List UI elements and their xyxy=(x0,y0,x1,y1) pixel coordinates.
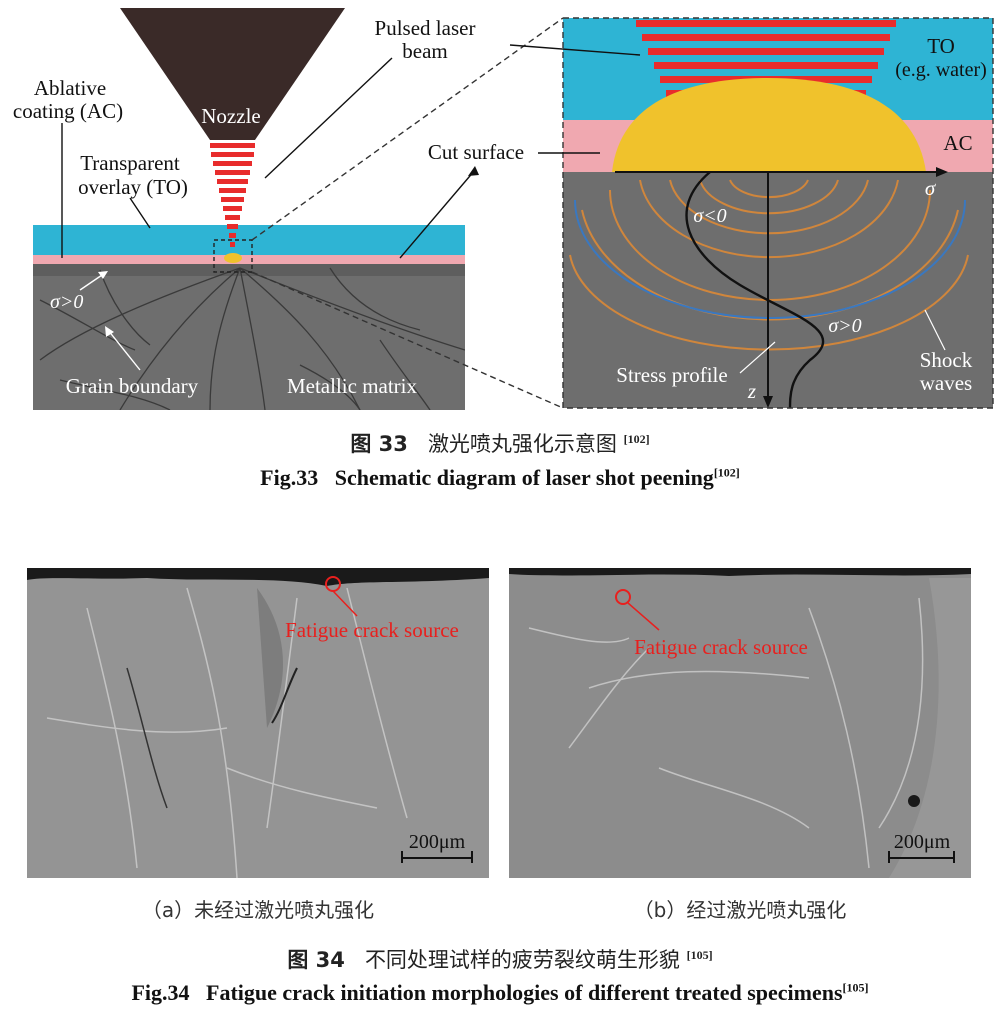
transparent-leader xyxy=(130,198,150,228)
ablative-label-2: coating (AC) xyxy=(13,99,123,123)
fracture-edge-b xyxy=(509,568,971,576)
fig34-caption-en-ref: [105] xyxy=(843,981,869,995)
pulsed-label-1: Pulsed laser xyxy=(375,16,476,40)
transparent-label-2: overlay (TO) xyxy=(78,175,188,199)
sigma-axis-label: σ xyxy=(925,176,937,200)
ablative-label-1: Ablative xyxy=(34,76,106,100)
to-label-2: (e.g. water) xyxy=(895,59,987,81)
pore-b xyxy=(908,795,920,807)
cut-surface-arrow xyxy=(468,166,479,176)
fig33-caption-cn-ref: [102] xyxy=(624,432,650,446)
subfig-caption-a: （a）未经过激光喷丸强化 xyxy=(27,894,489,923)
scale-label-a: 200μm xyxy=(409,831,466,853)
to-label-1: TO xyxy=(927,34,955,58)
fig34-caption-en: Fig.34 Fatigue crack initiation morpholo… xyxy=(0,980,1000,1006)
shock-waves-label-1: Shock xyxy=(920,348,973,372)
fig34-caption-cn-text: 不同处理试样的疲劳裂纹萌生形貌 xyxy=(365,948,680,972)
sigma-pos-left-label: σ>0 xyxy=(50,291,83,313)
crack-source-label-b: Fatigue crack source xyxy=(634,635,808,659)
fig33-caption-en: Fig.33 Schematic diagram of laser shot p… xyxy=(0,465,1000,491)
ablative-coating-layer xyxy=(33,255,465,264)
sigma-pos-right-label: σ>0 xyxy=(828,315,861,337)
surface-hardened-band xyxy=(33,264,465,276)
fig34-caption-cn-ref: [105] xyxy=(687,948,713,962)
z-axis-label: z xyxy=(747,379,756,403)
metallic-matrix-label: Metallic matrix xyxy=(287,374,418,398)
fig34-caption-cn-num: 图 34 xyxy=(287,948,345,972)
plasma-spot xyxy=(224,253,242,263)
fig33-caption-cn: 图 33 激光喷丸强化示意图 [102] xyxy=(0,428,1000,458)
pulsed-label-2: beam xyxy=(402,39,447,63)
fig34-caption-cn: 图 34 不同处理试样的疲劳裂纹萌生形貌 [105] xyxy=(0,944,1000,974)
fig33-caption-en-text: Schematic diagram of laser shot peening xyxy=(335,465,714,490)
stress-profile-label: Stress profile xyxy=(616,363,727,387)
laser-shot-peening-diagram: Ablative coating (AC) Transparent overla… xyxy=(0,0,1000,420)
crack-source-label-a: Fatigue crack source xyxy=(285,618,459,642)
fig33-caption-cn-num: 图 33 xyxy=(350,432,408,456)
transparent-label-1: Transparent xyxy=(80,151,180,175)
sem-image-a: 200μm Fatigue crack source xyxy=(27,568,489,878)
fig34-caption-en-text: Fatigue crack initiation morphologies of… xyxy=(206,980,843,1005)
sem-image-b: 200μm Fatigue crack source xyxy=(509,568,971,878)
nozzle-label: Nozzle xyxy=(201,104,260,128)
fig33-caption-cn-text: 激光喷丸强化示意图 xyxy=(428,432,617,456)
fig33-caption-en-num: Fig.33 xyxy=(260,465,318,490)
fig33-caption-en-ref: [102] xyxy=(714,466,740,480)
scale-label-b: 200μm xyxy=(894,831,951,853)
shock-waves-label-2: waves xyxy=(920,371,972,395)
ac-label: AC xyxy=(943,131,972,155)
grain-boundary-label: Grain boundary xyxy=(66,374,199,398)
fig34-caption-en-num: Fig.34 xyxy=(131,980,189,1005)
sigma-neg-label: σ<0 xyxy=(693,205,726,227)
cut-surface-label: Cut surface xyxy=(428,140,524,164)
subfig-caption-b: （b）经过激光喷丸强化 xyxy=(509,894,971,923)
